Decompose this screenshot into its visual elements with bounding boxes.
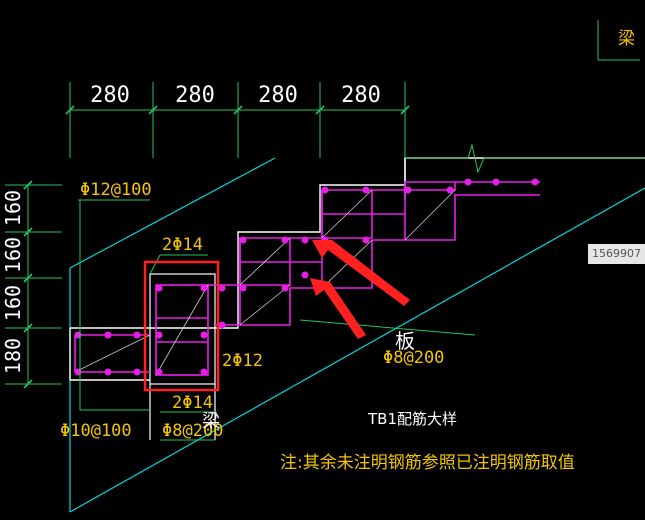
callout-stirrup-beam: Φ8@200: [162, 421, 223, 441]
stair-outline: [69, 157, 645, 381]
general-note: 注:其余未注明钢筋参照已注明钢筋取值: [280, 453, 575, 473]
dim-top-1: 280: [90, 83, 130, 108]
dim-left-1: 160: [1, 190, 25, 226]
detail-title: TB1配筋大样: [367, 410, 457, 428]
callout-beam-bottom: 2Φ14: [172, 393, 213, 413]
dim-top-2: 280: [175, 83, 215, 108]
stair-slope-lines: [69, 157, 645, 513]
dim-left-3: 160: [1, 285, 25, 321]
callout-stirrup-left: Φ10@100: [60, 421, 132, 441]
dim-top-4: 280: [341, 83, 381, 108]
dim-left-2: 160: [1, 237, 25, 273]
dim-left-4: 180: [1, 338, 25, 374]
step-hatch: [74, 189, 456, 376]
callout-beam-side: 2Φ12: [222, 351, 263, 371]
highlight-arrows: [310, 240, 410, 339]
dimension-lines: [5, 20, 645, 441]
rebar-callouts: Φ12@100 2Φ14 2Φ12 2Φ14 Φ10@100 Φ8@200 Φ8…: [60, 180, 444, 441]
callout-beam-top: 2Φ14: [162, 235, 203, 255]
arrow-lower: [310, 278, 366, 339]
label-slab: 板: [395, 329, 415, 353]
dimension-text-left: 160 160 160 180: [1, 190, 25, 374]
label-beam: 梁: [202, 411, 220, 432]
dim-top-3: 280: [258, 83, 298, 108]
rebar-dots: [74, 178, 539, 376]
callout-slab-dist: Φ8@200: [383, 348, 444, 368]
dimension-text-top: 280 280 280 280: [90, 83, 381, 108]
beam-highlight-box: [143, 260, 220, 392]
arrow-upper: [312, 240, 410, 306]
coordinate-tooltip: 1569907: [588, 244, 645, 264]
dimension-ticks: [23, 105, 410, 389]
corner-label: 梁: [618, 29, 635, 49]
callout-top-bar: Φ12@100: [80, 180, 152, 200]
